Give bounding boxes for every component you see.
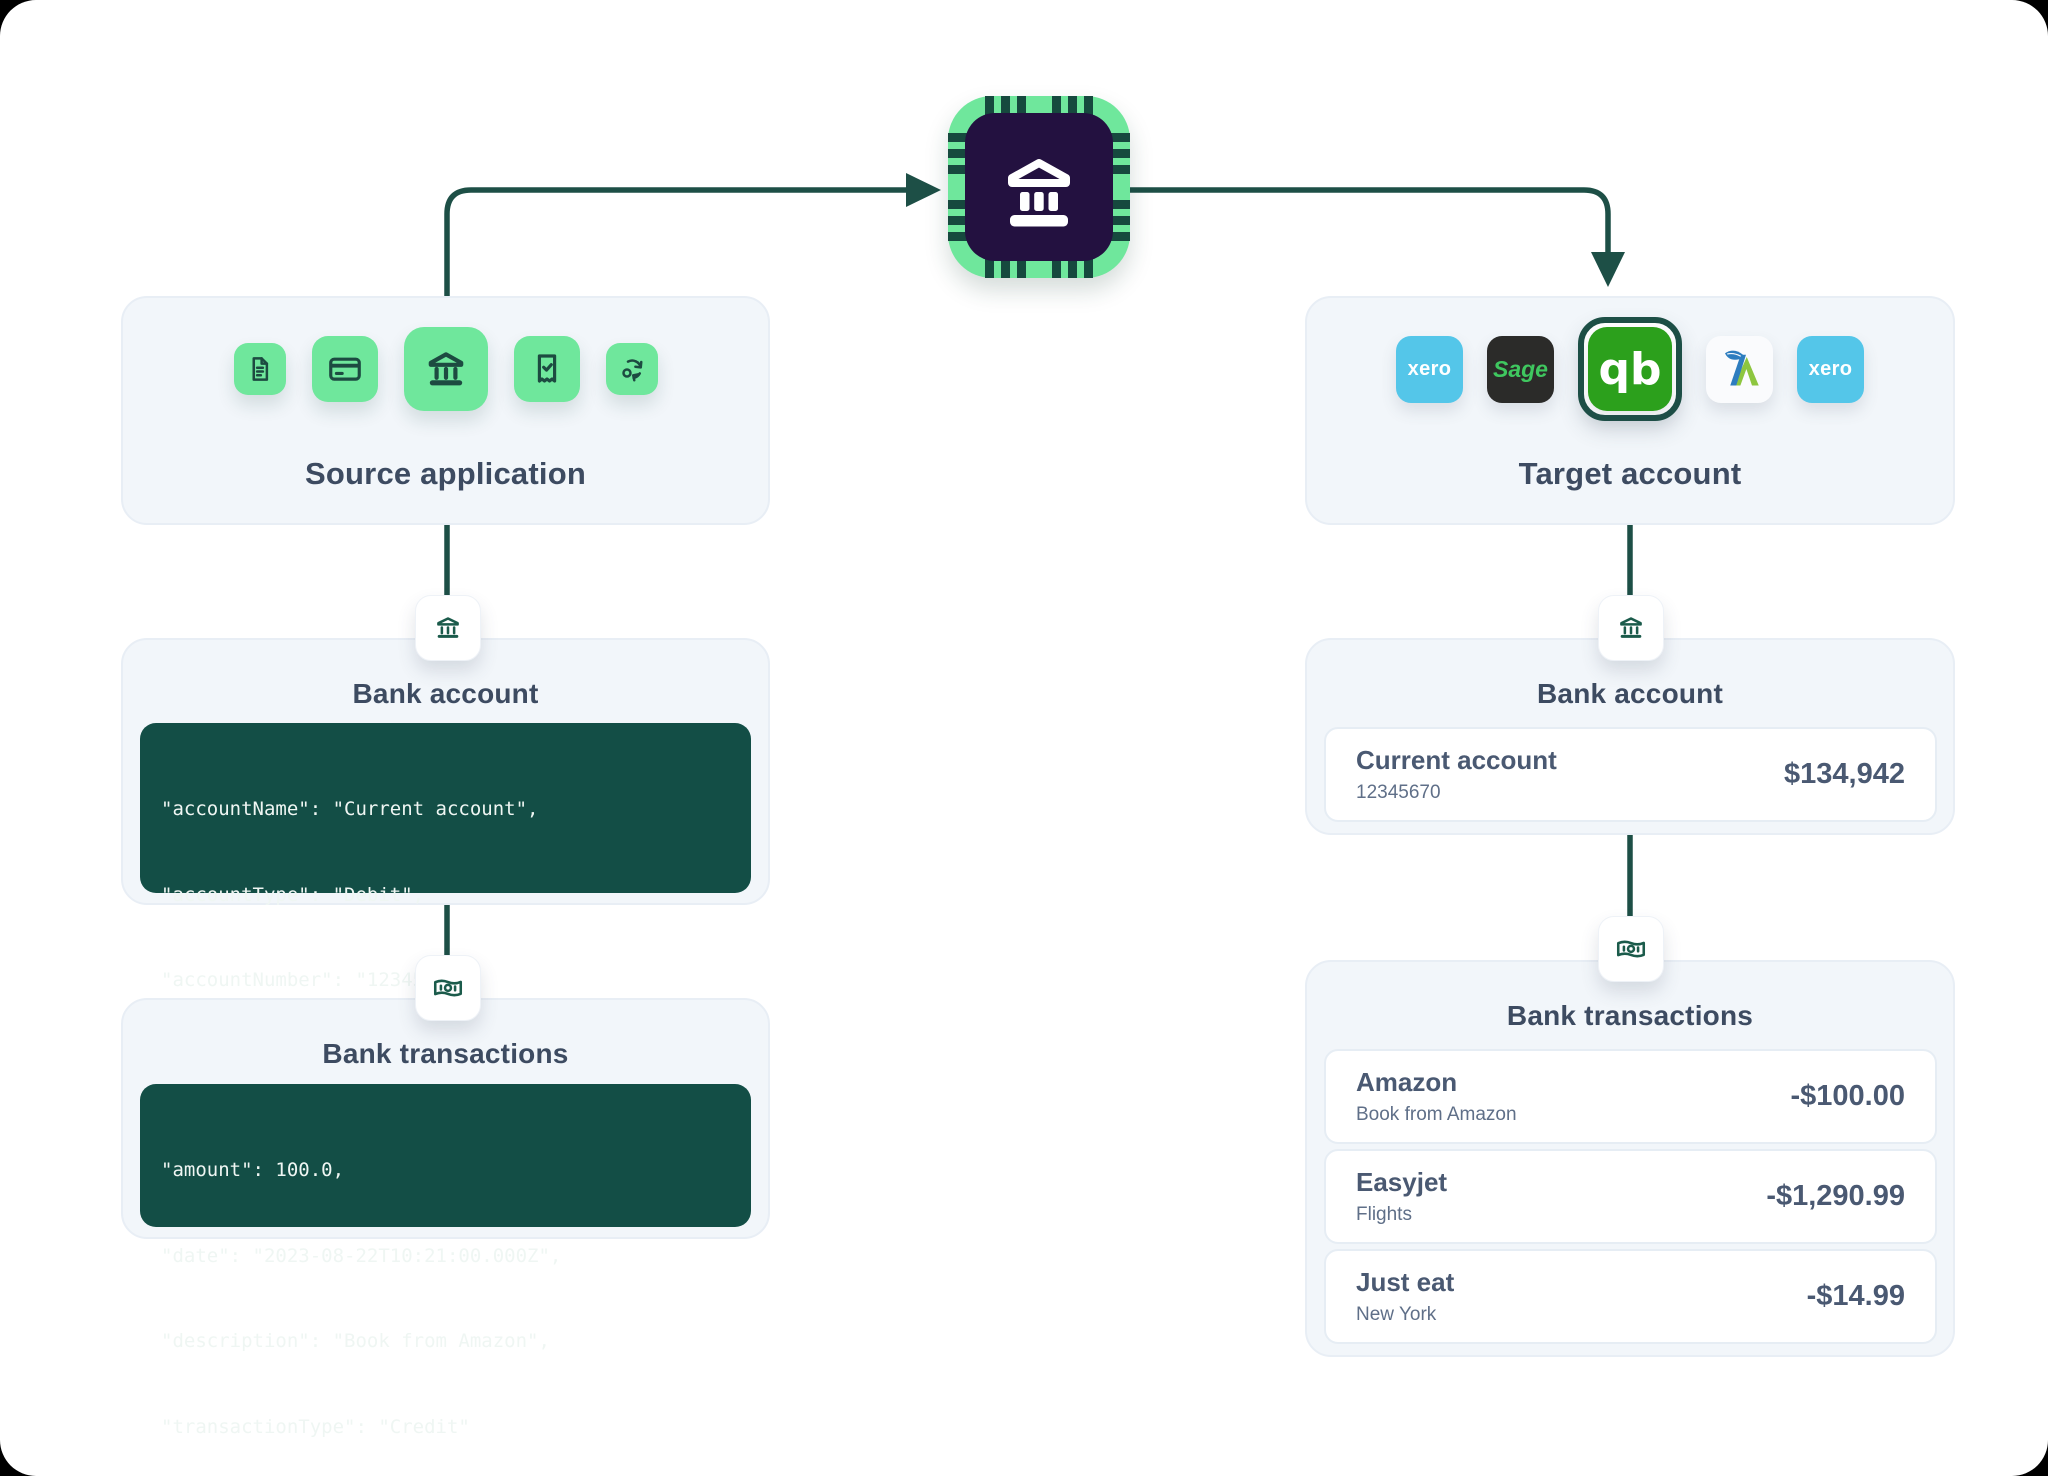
- bank-transactions-badge: [1598, 916, 1664, 982]
- bank-transactions-code-block: "amount": 100.0, "date": "2023-08-22T10:…: [140, 1084, 751, 1438]
- transaction-description: Book from Amazon: [1356, 1104, 1517, 1125]
- credit-card-icon[interactable]: [311, 336, 378, 402]
- banknote-badge-icon: [433, 979, 463, 997]
- target-bank-transactions-panel: Bank transactions Amazon Book from Amazo…: [1305, 960, 1955, 1357]
- target-bank-transactions-title: Bank transactions: [1506, 1000, 1754, 1031]
- chip-pins: [985, 257, 1026, 278]
- chip-core: [965, 113, 1113, 261]
- code-line: "description": "Book from Amazon",: [161, 1330, 550, 1352]
- account-name: Current account: [1356, 745, 1557, 775]
- account-number: 12345670: [1356, 782, 1441, 803]
- chip-pins: [948, 200, 969, 241]
- bank-icon[interactable]: [403, 327, 488, 411]
- freeagent-logo[interactable]: [1706, 335, 1773, 403]
- transaction-merchant: Easyjet: [1356, 1167, 1448, 1197]
- bank-badge-icon: [437, 617, 459, 638]
- bank-transactions-badge: [415, 955, 481, 1021]
- transaction-amount: -$1,290.99: [1766, 1180, 1905, 1212]
- target-account-title: Target account: [1518, 456, 1742, 491]
- bank-account-badge: [1598, 595, 1664, 661]
- document-icon[interactable]: [233, 343, 286, 395]
- transaction-row: Just eat New York -$14.99: [1324, 1249, 1937, 1344]
- transaction-merchant: Just eat: [1356, 1267, 1455, 1297]
- source-bank-account-title: Bank account: [352, 678, 539, 709]
- code-line: "accountType": "Debit",: [161, 883, 425, 906]
- chip-pins: [948, 133, 969, 174]
- target-logo-row: xero Sage qb xero: [1307, 316, 1953, 422]
- source-bank-account-panel: Bank account "accountName": "Current acc…: [121, 638, 770, 1162]
- receipt-check-icon[interactable]: [513, 336, 580, 402]
- chip-pins: [1109, 133, 1130, 174]
- target-bank-account-title: Bank account: [1537, 678, 1723, 709]
- sage-logo[interactable]: Sage: [1487, 335, 1554, 403]
- transaction-description: Flights: [1356, 1204, 1412, 1225]
- transaction-info: Just eat New York: [1356, 1267, 1454, 1326]
- code-line: "transactionType": "Credit": [161, 1415, 470, 1438]
- code-line: "date": "2023-08-22T10:21:00.000Z",: [161, 1244, 562, 1267]
- source-application-panel: Source application: [121, 296, 770, 525]
- bank-chip-icon: [948, 96, 1130, 278]
- transaction-info: Easyjet Flights: [1356, 1167, 1447, 1226]
- account-info: Current account 12345670: [1356, 745, 1557, 804]
- chip-pins: [1052, 96, 1093, 117]
- bank-badge-icon: [1620, 617, 1642, 638]
- bank-account-code-block: "accountName": "Current account", "accou…: [140, 723, 751, 1162]
- source-application-title: Source application: [305, 456, 586, 491]
- freeagent-mark-icon: [1724, 350, 1759, 386]
- chip-pins: [985, 96, 1026, 117]
- transaction-amount: -$100.00: [1790, 1080, 1906, 1112]
- code-line: "amount": 100.0,: [161, 1159, 345, 1181]
- xero-logo[interactable]: xero: [1396, 335, 1463, 403]
- transaction-info: Amazon Book from Amazon: [1356, 1067, 1517, 1126]
- source-bank-transactions-panel: Bank transactions "amount": 100.0, "date…: [121, 998, 770, 1438]
- source-icon-row: [123, 326, 768, 412]
- source-bank-transactions-title: Bank transactions: [322, 1038, 569, 1069]
- quickbooks-logo-selected[interactable]: qb: [1578, 317, 1682, 421]
- transaction-description: New York: [1356, 1304, 1437, 1325]
- xero-logo[interactable]: xero: [1797, 335, 1864, 403]
- quickbooks-logo: qb: [1588, 327, 1672, 411]
- bank-account-badge: [415, 595, 481, 661]
- chip-pins: [1052, 257, 1093, 278]
- target-account-panel: xero Sage qb xero Target account: [1305, 296, 1955, 525]
- banknote-badge-icon: [1616, 940, 1646, 958]
- transactions-list: Amazon Book from Amazon -$100.00 Easyjet…: [1324, 1049, 1937, 1344]
- transaction-merchant: Amazon: [1356, 1067, 1458, 1097]
- bank-building-icon: [1008, 159, 1070, 227]
- account-balance: $134,942: [1784, 758, 1905, 790]
- target-bank-account-panel: Bank account Current account 12345670 $1…: [1305, 638, 1955, 835]
- account-row: Current account 12345670 $134,942: [1324, 727, 1937, 822]
- code-line: "accountName": "Current account",: [161, 798, 539, 820]
- transaction-row: Amazon Book from Amazon -$100.00: [1324, 1049, 1937, 1144]
- transaction-amount: -$14.99: [1806, 1280, 1905, 1312]
- sync-icon[interactable]: [605, 343, 658, 395]
- transaction-row: Easyjet Flights -$1,290.99: [1324, 1149, 1937, 1244]
- chip-pins: [1109, 200, 1130, 241]
